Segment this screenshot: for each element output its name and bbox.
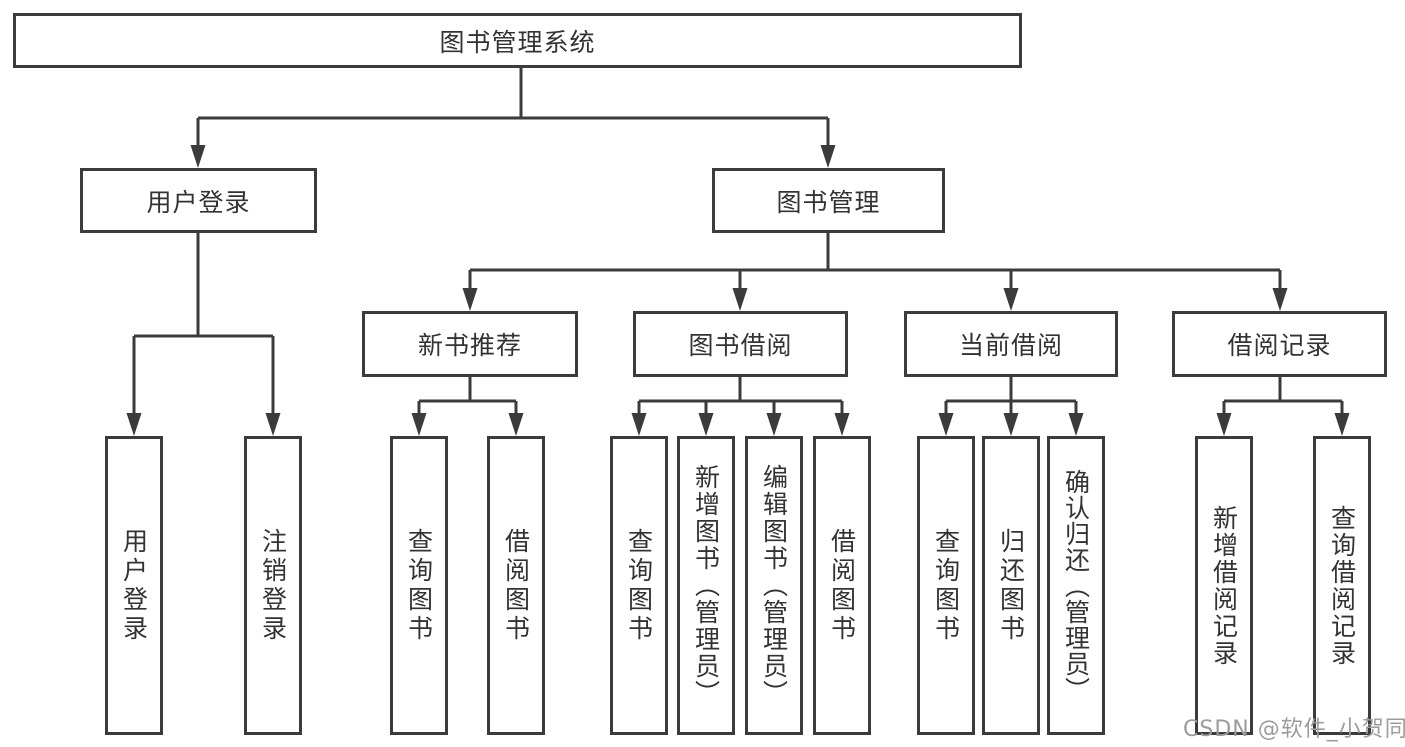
leaf-borrow-books-recommend: 借阅图书: [487, 436, 545, 735]
node-borrow-records: 借阅记录: [1172, 311, 1387, 377]
node-user-login-label: 用户登录: [146, 187, 251, 217]
arrowhead-icon: [820, 145, 836, 168]
leaf-borrow-books-label: 借阅图书: [827, 527, 857, 644]
leaf-logout-label: 注销登录: [258, 527, 288, 644]
leaf-confirm-return-admin-label: 确认归还（管理员）: [1061, 468, 1091, 703]
node-root: 图书管理系统: [13, 13, 1022, 68]
arrowhead-icon: [462, 288, 478, 311]
node-book-management: 图书管理: [712, 168, 945, 233]
arrowhead-icon: [411, 413, 427, 436]
leaf-query-books-borrow: 查询图书: [610, 436, 668, 735]
csdn-watermark: CSDN @软件_小贺同学: [1183, 717, 1405, 742]
arrowhead-icon: [1003, 413, 1019, 436]
node-root-label: 图书管理系统: [439, 27, 596, 57]
leaf-add-borrow-record-label: 新增借阅记录: [1209, 504, 1239, 667]
leaf-query-books-recommend-label: 查询图书: [404, 527, 434, 644]
arrowhead-icon: [732, 288, 748, 311]
arrowhead-icon: [1003, 288, 1019, 311]
arrowhead-icon: [190, 145, 206, 168]
leaf-query-borrow-record: 查询借阅记录: [1313, 436, 1371, 735]
leaf-query-borrow-record-label: 查询借阅记录: [1327, 504, 1357, 667]
arrowhead-icon: [126, 413, 142, 436]
leaf-user-login: 用户登录: [105, 436, 163, 735]
arrowhead-icon: [631, 413, 647, 436]
arrowhead-icon: [508, 413, 524, 436]
arrowhead-icon: [938, 413, 954, 436]
leaf-add-book-admin: 新增图书（管理员）: [677, 436, 735, 735]
node-borrow-records-label: 借阅记录: [1227, 331, 1332, 360]
leaf-add-borrow-record: 新增借阅记录: [1195, 436, 1253, 735]
arrowhead-icon: [1334, 413, 1350, 436]
arrowhead-icon: [1272, 288, 1288, 311]
node-user-login: 用户登录: [80, 168, 317, 233]
arrowhead-icon: [1068, 413, 1084, 436]
leaf-user-login-label: 用户登录: [119, 527, 149, 644]
node-book-borrow: 图书借阅: [633, 311, 848, 377]
leaf-query-books-recommend: 查询图书: [390, 436, 448, 735]
node-current-borrow-label: 当前借阅: [958, 331, 1063, 360]
leaf-add-book-admin-label: 新增图书（管理员）: [691, 464, 721, 707]
node-current-borrow: 当前借阅: [904, 311, 1118, 377]
leaf-borrow-books-recommend-label: 借阅图书: [501, 527, 531, 644]
node-book-borrow-label: 图书借阅: [688, 331, 793, 360]
leaf-query-books-borrow-label: 查询图书: [624, 527, 654, 644]
leaf-return-book-label: 归还图书: [996, 527, 1026, 644]
arrowhead-icon: [766, 413, 782, 436]
leaf-query-books-current-label: 查询图书: [931, 527, 961, 644]
arrowhead-icon: [834, 413, 850, 436]
leaf-return-book: 归还图书: [982, 436, 1040, 735]
arrowhead-icon: [698, 413, 714, 436]
leaf-borrow-books: 借阅图书: [813, 436, 871, 735]
leaf-edit-book-admin: 编辑图书（管理员）: [745, 436, 803, 735]
node-new-book-recommend: 新书推荐: [362, 311, 578, 377]
leaf-logout: 注销登录: [244, 436, 302, 735]
leaf-query-books-current: 查询图书: [917, 436, 975, 735]
node-new-book-recommend-label: 新书推荐: [417, 331, 522, 360]
arrowhead-icon: [265, 413, 281, 436]
node-book-management-label: 图书管理: [776, 187, 881, 217]
leaf-confirm-return-admin: 确认归还（管理员）: [1047, 436, 1105, 735]
leaf-edit-book-admin-label: 编辑图书（管理员）: [759, 464, 789, 707]
arrowhead-icon: [1216, 413, 1232, 436]
